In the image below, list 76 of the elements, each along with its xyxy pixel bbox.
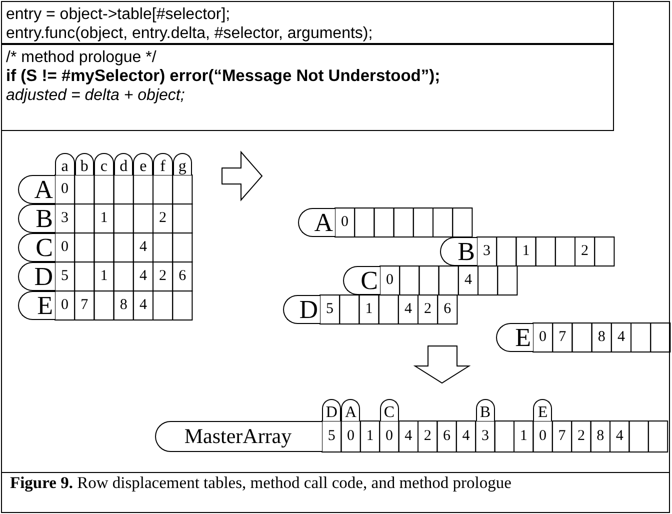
cell-value: 1	[99, 209, 109, 228]
row-tab: E	[496, 323, 533, 352]
code-line: adjusted = delta + object;	[6, 86, 186, 105]
column-tab: d	[114, 153, 134, 175]
cell-value: 3	[60, 209, 70, 228]
cell-value: 7	[80, 296, 90, 315]
column-tab: g	[172, 153, 192, 175]
cell-value: 4	[461, 427, 471, 446]
code-line: entry = object->table[#selector];	[6, 5, 232, 24]
cell-value: 0	[385, 271, 395, 290]
column-tab: c	[94, 153, 114, 175]
cell-value: 7	[557, 427, 567, 446]
cell-value: 8	[596, 427, 606, 446]
row-tab: MasterArray	[155, 421, 322, 452]
code-box	[1, 44, 614, 131]
row-tab: A	[298, 208, 335, 237]
row-tab: E	[18, 291, 55, 320]
figure-caption: Figure 9. Row displacement tables, method call code, and method prologue	[1, 472, 670, 513]
cell-value: 0	[60, 180, 70, 199]
cell-value: 2	[576, 427, 586, 446]
row-tab: B	[18, 204, 55, 233]
cell-value: 5	[326, 427, 336, 446]
cell-value: 4	[404, 427, 414, 446]
column-tab: C	[380, 399, 399, 421]
column-tab: f	[153, 153, 173, 175]
cell-value: 5	[325, 300, 335, 319]
column-tab: A	[341, 399, 360, 421]
cell-value: 6	[178, 267, 188, 286]
row-tab: C	[343, 266, 380, 295]
column-tab: D	[322, 399, 342, 421]
cell-value: 2	[422, 427, 432, 446]
cell-value: 2	[158, 209, 168, 228]
code-line: entry.func(object, entry.delta, #selector, arguments);	[6, 24, 374, 43]
column-tab: a	[55, 153, 75, 175]
cell-value: 2	[423, 300, 433, 319]
cell-value: 4	[616, 328, 626, 347]
cell-value: 4	[403, 300, 413, 319]
cell-value: 6	[442, 427, 452, 446]
cell-value: 0	[346, 427, 356, 446]
row-tab: B	[440, 237, 477, 266]
cell-value: 6	[442, 300, 452, 319]
row-tab: C	[18, 233, 55, 262]
cell-value: 0	[60, 296, 70, 315]
cell-value: 8	[118, 296, 128, 315]
cell-value: 4	[138, 267, 148, 286]
cell-value: 2	[158, 267, 168, 286]
cell-value: 3	[480, 427, 490, 446]
column-tab: e	[133, 153, 153, 175]
cell-value: 0	[384, 427, 394, 446]
cell-value: 1	[521, 242, 531, 261]
row-tab: D	[283, 295, 320, 324]
cell-value: 0	[538, 427, 548, 446]
cell-value: 8	[596, 328, 606, 347]
cell-value: 4	[138, 296, 148, 315]
code-line: /* method prologue */	[6, 48, 158, 67]
row-tab: A	[18, 175, 55, 204]
cell-value: 5	[60, 267, 70, 286]
cell-value: 0	[60, 238, 70, 257]
cell-value: 1	[518, 427, 528, 446]
cell-value: 4	[463, 271, 473, 290]
cell-value: 2	[580, 242, 590, 261]
cell-value: 0	[340, 213, 350, 232]
column-tab: E	[533, 399, 552, 421]
cell-value: 4	[614, 427, 624, 446]
column-tab: b	[74, 153, 94, 175]
column-tab: B	[476, 399, 495, 421]
row-tab: D	[18, 262, 55, 291]
cell-value: 1	[365, 427, 375, 446]
cell-value: 0	[538, 328, 548, 347]
cell-value: 1	[364, 300, 374, 319]
cell-value: 3	[482, 242, 492, 261]
cell-value: 7	[558, 328, 568, 347]
cell-value: 1	[99, 267, 109, 286]
code-line: if (S != #mySelector) error(“Message Not Understood”);	[6, 67, 442, 86]
cell-value: 4	[138, 238, 148, 257]
code-box	[1, 1, 614, 44]
